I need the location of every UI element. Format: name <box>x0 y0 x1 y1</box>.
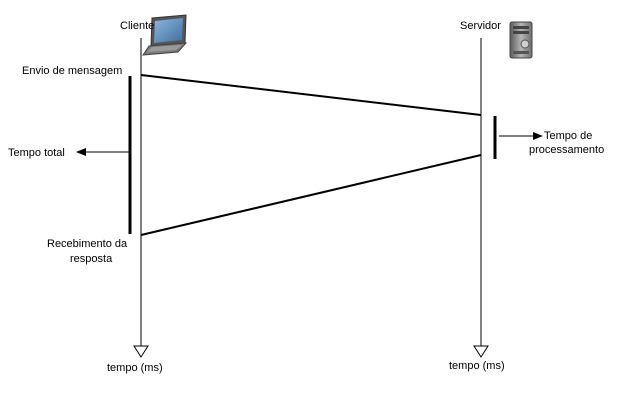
receive-response-label-line1: Recebimento da <box>47 238 128 250</box>
processing-time-arrowhead <box>533 132 543 140</box>
server-time-arrowhead <box>473 345 489 358</box>
receive-response-label-line2: resposta <box>70 253 113 265</box>
response-message-line <box>140 154 482 236</box>
client-time-arrowhead <box>133 345 149 358</box>
processing-time-label-line1: Tempo de <box>544 130 592 142</box>
server-time-axis-label: tempo (ms) <box>449 360 505 372</box>
total-time-arrowhead <box>76 148 86 156</box>
client-time-axis-label: tempo (ms) <box>107 362 163 374</box>
total-time-label: Tempo total <box>8 147 65 159</box>
send-message-label: Envio de mensagem <box>22 65 122 77</box>
request-message-line <box>140 74 482 116</box>
server-label: Servidor <box>460 20 501 32</box>
client-label: Cliente <box>120 20 154 32</box>
laptop-icon <box>142 14 188 56</box>
server-icon <box>509 21 533 59</box>
processing-time-label-line2: processamento <box>529 144 604 156</box>
